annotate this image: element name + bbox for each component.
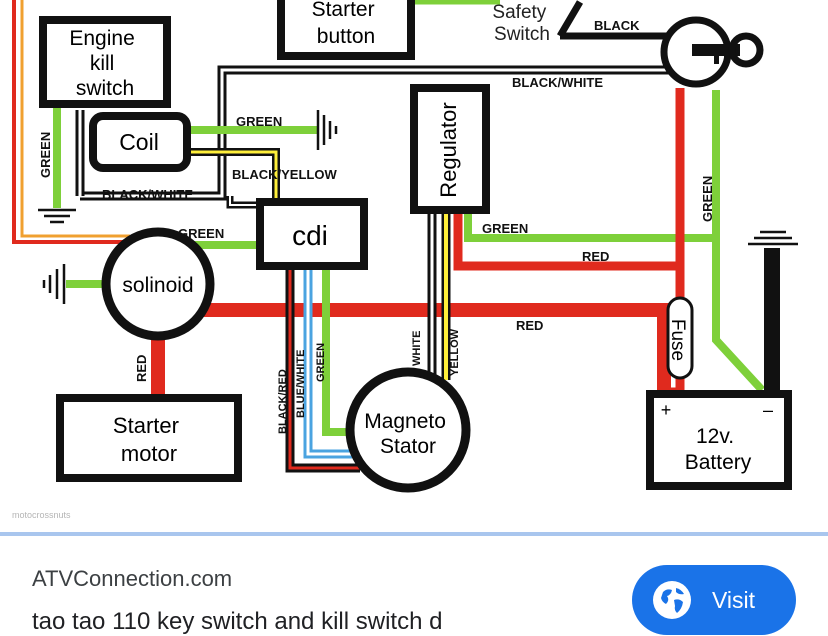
wire-label-green-coil: GREEN — [236, 114, 282, 129]
wire-label-green-key: GREEN — [700, 176, 715, 222]
wire-label-red-starter: RED — [134, 355, 149, 382]
cdi-label: cdi — [292, 220, 328, 251]
key-icon — [692, 32, 764, 68]
wire-label-yellow-mag: YELLOW — [449, 328, 461, 376]
wire-label-blue-white: BLUE/WHITE — [295, 350, 307, 418]
battery-plus-label: + — [661, 400, 672, 420]
image-divider — [0, 532, 828, 536]
wire-label-black-top: BLACK — [594, 18, 640, 33]
wire-label-red-main: RED — [516, 318, 543, 333]
engine-kill-switch-label: Engine kill switch — [69, 27, 140, 100]
wire-label-red-reg: RED — [582, 249, 609, 264]
wire-label-green-mag: GREEN — [315, 343, 327, 382]
watermark: motocrossnuts — [12, 510, 71, 520]
battery-minus-label: – — [763, 400, 773, 420]
regulator-label: Regulator — [436, 102, 461, 197]
wire-label-black-yellow: BLACK/YELLOW — [232, 167, 337, 182]
magneto-stator-label: Magneto Stator — [364, 410, 452, 458]
visit-button-label: Visit — [712, 586, 756, 613]
solinoid-label: solinoid — [122, 274, 193, 297]
wire-label-green-kill: GREEN — [38, 132, 53, 178]
globe-icon — [653, 581, 691, 619]
result-title-link[interactable]: tao tao 110 key switch and kill switch d — [32, 608, 443, 635]
wire-label-black-white-left: BLACK/WHITE — [102, 187, 193, 202]
safety-switch-label: Safety Switch — [492, 2, 551, 45]
starter-button-label: Starter button — [312, 0, 381, 48]
source-site-link[interactable]: ATVConnection.com — [32, 566, 233, 591]
wire-label-green-cdi: GREEN — [178, 226, 224, 241]
wire-label-black-white-top: BLACK/WHITE — [512, 75, 603, 90]
coil-label: Coil — [119, 129, 159, 155]
wire-label-white-mag: WHITE — [411, 331, 423, 366]
wire-label-green-reg: GREEN — [482, 221, 528, 236]
visit-button[interactable]: Visit — [632, 565, 796, 635]
wiring-diagram-image: Starter button Safety Switch Engine kill… — [12, 0, 798, 520]
battery-label: 12v. Battery — [685, 425, 752, 474]
starter-motor-label: Starter motor — [113, 413, 185, 466]
wire-label-black-red: BLACK/RED — [277, 369, 289, 434]
fuse-label: Fuse — [667, 319, 688, 361]
